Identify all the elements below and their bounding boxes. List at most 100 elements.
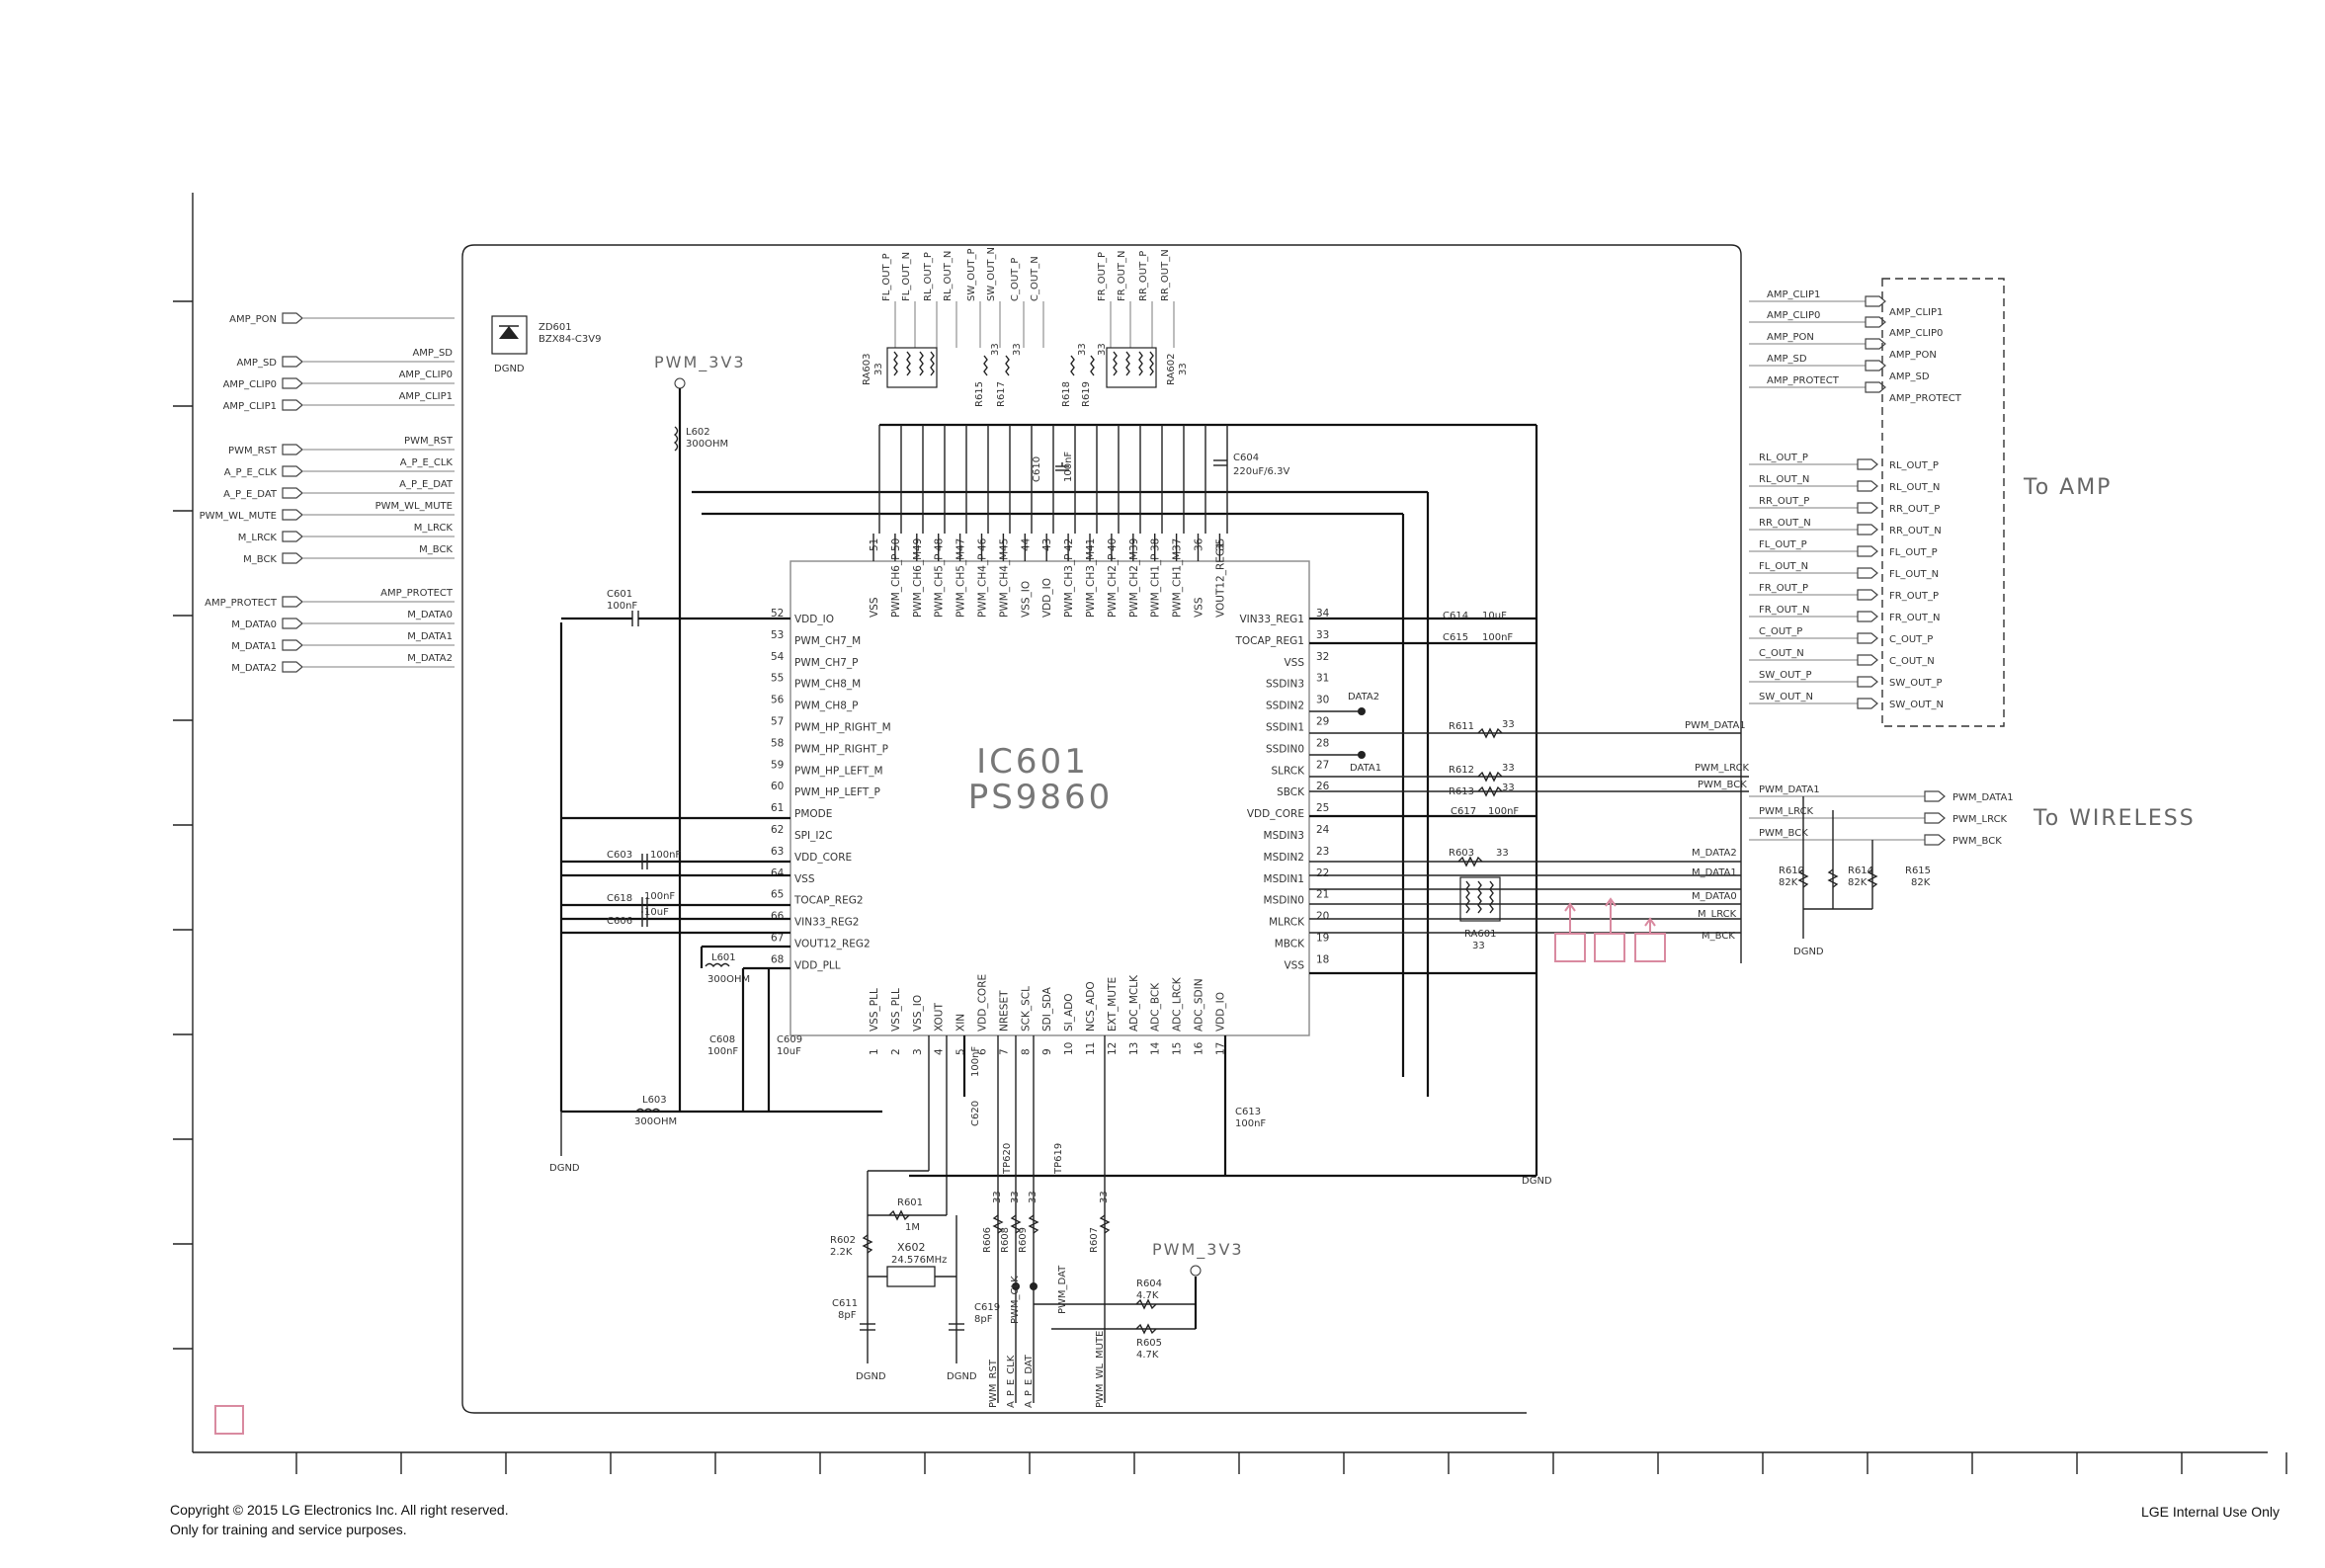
net-data1: DATA1	[1350, 763, 1381, 774]
c601-val: 100nF	[607, 601, 637, 612]
left-port-label: M_LRCK	[238, 533, 278, 543]
left-port-label: PWM_WL_MUTE	[200, 511, 277, 522]
amp-wire-label: AMP_PON	[1767, 332, 1814, 343]
port-arrow	[1857, 654, 1878, 666]
l603-ref: L603	[642, 1095, 667, 1106]
ic-pin-name: VDD_CORE	[794, 852, 852, 864]
zd601-ref: ZD601	[539, 322, 572, 333]
r615a-ref: R615	[974, 381, 985, 407]
r610-ref: R610	[1779, 866, 1804, 876]
ic-pin-number: 44	[1020, 537, 1032, 551]
ic601-ref: IC601	[976, 742, 1089, 782]
ic-pin-number: 58	[771, 737, 784, 749]
ic-pin-number: 63	[771, 846, 784, 858]
ic-pin-number: 43	[1041, 538, 1053, 551]
amp-port-label: FL_OUT_N	[1889, 569, 1939, 580]
amp-port-label: RR_OUT_P	[1889, 504, 1940, 515]
net-m-data0: M_DATA0	[1692, 891, 1737, 902]
ic-pin-name: PMODE	[794, 808, 832, 820]
top-net-label: RR_OUT_P	[1138, 251, 1149, 301]
ic-pin-number: 56	[771, 695, 785, 706]
c608-ref: C608	[709, 1034, 735, 1045]
left-port-label: A_P_E_CLK	[224, 467, 278, 478]
net-m-data1: M_DATA1	[1692, 867, 1737, 878]
amp-wire-label: SW_OUT_P	[1759, 670, 1812, 681]
ic-pin-number: 4	[934, 1048, 946, 1055]
ic-pin-number: 2	[890, 1048, 902, 1055]
r605-val: 4.7K	[1136, 1350, 1159, 1361]
ic-pin-number: 34	[1316, 608, 1330, 619]
ic-pin-number: 57	[771, 716, 784, 728]
r618-ref: R618	[1061, 381, 1072, 407]
port-arrow	[282, 639, 303, 651]
crystal-dgnd-1: DGND	[856, 1371, 886, 1382]
c611-ref: C611	[832, 1298, 858, 1309]
ic-pin-name: SI_ADO	[1063, 993, 1075, 1032]
port-arrow	[282, 596, 303, 608]
ic-pin-name: SDI_SDA	[1041, 986, 1053, 1032]
amp-wire-label: FR_OUT_N	[1759, 605, 1809, 616]
ra603-val: 33	[873, 363, 884, 375]
ic-pin-number: 66	[771, 911, 785, 923]
c617-ref: C617	[1451, 806, 1476, 817]
ic-pin-number: 47	[955, 538, 967, 551]
ic-pin-number: 68	[771, 953, 784, 965]
top-net-label: C_OUT_P	[1010, 258, 1021, 301]
ic-pin-name: MSDIN1	[1264, 873, 1304, 885]
pwm3v3-bottom-label: PWM_3V3	[1152, 1240, 1244, 1260]
ic601-pins-bottom: 1VSS_PLL2VSS_PLL3VSS_IO4XOUT5XIN6VDD_COR…	[869, 974, 1226, 1055]
ic-pin-number: 17	[1214, 1042, 1226, 1055]
left-port-label: M_DATA0	[231, 619, 277, 630]
net-m-lrck: M_LRCK	[1698, 909, 1737, 920]
c618-val: 100nF	[644, 891, 675, 902]
ic-pin-name: PWM_CH2_M	[1128, 551, 1140, 618]
ic-pin-name: VDD_PLL	[794, 959, 841, 971]
ic-pin-number: 24	[1316, 824, 1330, 836]
ic-pin-number: 60	[771, 781, 784, 792]
right-dgnd: DGND	[1522, 1176, 1552, 1187]
r617-ref: R617	[996, 381, 1007, 407]
r602-ref: R602	[830, 1235, 856, 1246]
ic-pin-number: 35	[1214, 538, 1226, 551]
ic-pin-number: 36	[1194, 537, 1205, 551]
ic-pin-number: 21	[1316, 889, 1329, 901]
port-arrow	[1865, 381, 1886, 393]
r614-val: 82K	[1848, 877, 1868, 888]
ic-pin-number: 22	[1316, 867, 1329, 879]
r618-val: 33	[1077, 343, 1088, 356]
block-outline	[461, 244, 1742, 1414]
r613-ref: R613	[1449, 786, 1474, 797]
port-wire-label: M_BCK	[419, 544, 453, 555]
ic-pin-name: XOUT	[934, 1003, 946, 1032]
ic-pin-name: MBCK	[1275, 939, 1305, 950]
ic-pin-name: VIN33_REG2	[794, 917, 860, 929]
to-amp-box	[1881, 278, 2005, 727]
port-wire-label: AMP_PROTECT	[380, 588, 454, 599]
top-bus-lines	[692, 423, 1538, 1176]
r607-ref: R607	[1089, 1227, 1100, 1253]
r604-val: 4.7K	[1136, 1290, 1159, 1301]
port-arrow	[1865, 338, 1886, 350]
amp-wire-label: AMP_CLIP1	[1767, 289, 1820, 300]
c618-ref: C618	[607, 893, 632, 904]
r611-val: 33	[1502, 719, 1515, 730]
amp-port-label: AMP_CLIP0	[1889, 328, 1943, 339]
ic-pin-number: 26	[1316, 781, 1330, 792]
amp-ports-out: RL_OUT_PRL_OUT_PRL_OUT_NRL_OUT_NRR_OUT_P…	[1749, 453, 1944, 710]
ic-pin-number: 11	[1085, 1042, 1097, 1055]
net-m-bck: M_BCK	[1702, 931, 1735, 942]
top-net-label: RR_OUT_N	[1160, 249, 1171, 301]
wireless-ports: PWM_DATA1PWM_DATA1PWM_LRCKPWM_LRCKPWM_BC…	[1749, 784, 2014, 847]
amp-port-label: C_OUT_N	[1889, 656, 1935, 667]
top-net-label: SW_OUT_P	[966, 248, 977, 301]
port-arrow	[1857, 567, 1878, 579]
ic-pin-number: 45	[998, 538, 1010, 551]
ic-pin-number: 10	[1063, 1042, 1075, 1055]
ic-pin-name: PWM_CH8_M	[794, 679, 861, 691]
c615-ref: C615	[1443, 632, 1468, 643]
ic-pin-number: 64	[771, 867, 785, 879]
c614-val: 10uF	[1482, 611, 1507, 621]
wireless-wire-label: PWM_BCK	[1759, 828, 1808, 839]
